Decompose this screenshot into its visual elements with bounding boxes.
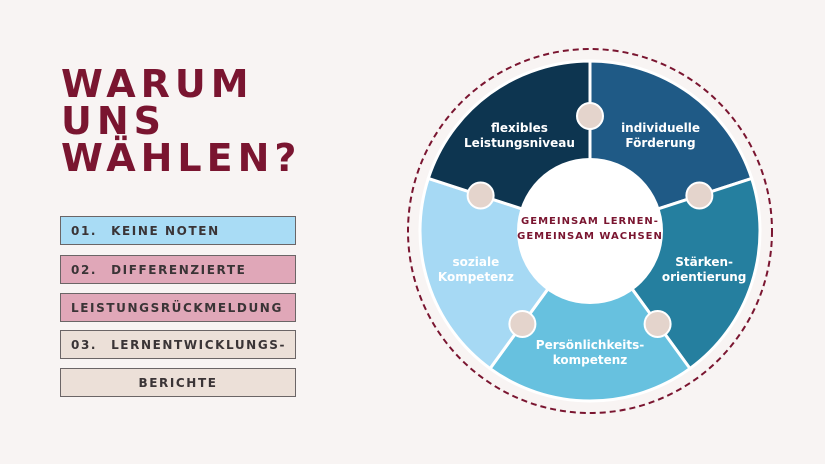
- list-item-label: DIFFERENZIERTE: [111, 262, 247, 277]
- list-item-differenzierte: 02. DIFFERENZIERTE: [60, 255, 296, 284]
- connector-dot: [576, 102, 604, 130]
- list-item-keine-noten: 01. KEINE NOTEN: [60, 216, 296, 245]
- list-item-leistungsrueckmeldung: LEISTUNGSRÜCKMELDUNG: [60, 293, 296, 322]
- connector-dot: [508, 310, 537, 339]
- connector-dot: [685, 181, 714, 210]
- title-line-2: UNS: [61, 99, 167, 143]
- list-item-number: 03.: [71, 337, 98, 352]
- connector-dot: [643, 310, 672, 339]
- list-item-number: 02.: [71, 262, 98, 277]
- outer-dashed-ring: [407, 48, 773, 414]
- segment-label-persoenlichkeitskompetenz: Persönlichkeits-kompetenz: [536, 338, 644, 367]
- connectors-group: [466, 102, 714, 339]
- title-line-1: WARUM: [61, 62, 254, 106]
- center-text-line-2: GEMEINSAM WACHSEN: [517, 231, 663, 242]
- title-line-3: WÄHLEN?: [61, 136, 302, 180]
- connector-dot: [466, 181, 495, 210]
- list-item-lernentwicklungs: 03. LERNENTWICKLUNGS-: [60, 330, 296, 359]
- list-item-berichte: BERICHTE: [60, 368, 296, 397]
- center-text-line-1: GEMEINSAM LERNEN-: [521, 216, 659, 227]
- list-item-label: BERICHTE: [138, 375, 218, 390]
- page-title: WARUM UNS WÄHLEN?: [61, 62, 302, 180]
- list-item-number: 01.: [71, 223, 98, 238]
- segment-label-staerkenorientierung: Stärken-orientierung: [662, 255, 747, 284]
- list-item-label: LEISTUNGSRÜCKMELDUNG: [71, 300, 283, 315]
- list-item-label: LERNENTWICKLUNGS-: [111, 337, 287, 352]
- center-circle: [517, 158, 663, 304]
- list-item-label: KEINE NOTEN: [111, 223, 220, 238]
